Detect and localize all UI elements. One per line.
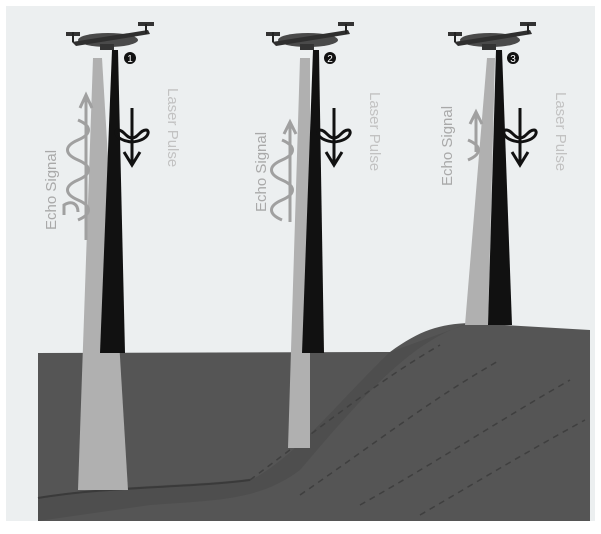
laser-pulse-label: Laser Pulse <box>552 92 569 171</box>
echo-signal-label: Echo Signal <box>253 132 270 212</box>
laser-pulse-label: Laser Pulse <box>164 88 181 167</box>
echo-signal-label: Echo Signal <box>439 106 456 186</box>
echo-signal-label: Echo Signal <box>43 150 60 230</box>
aircraft-number: 3 <box>510 54 516 65</box>
aircraft-number: 2 <box>327 54 333 65</box>
aircraft-number: 1 <box>127 54 133 65</box>
laser-pulse-label: Laser Pulse <box>366 92 383 171</box>
